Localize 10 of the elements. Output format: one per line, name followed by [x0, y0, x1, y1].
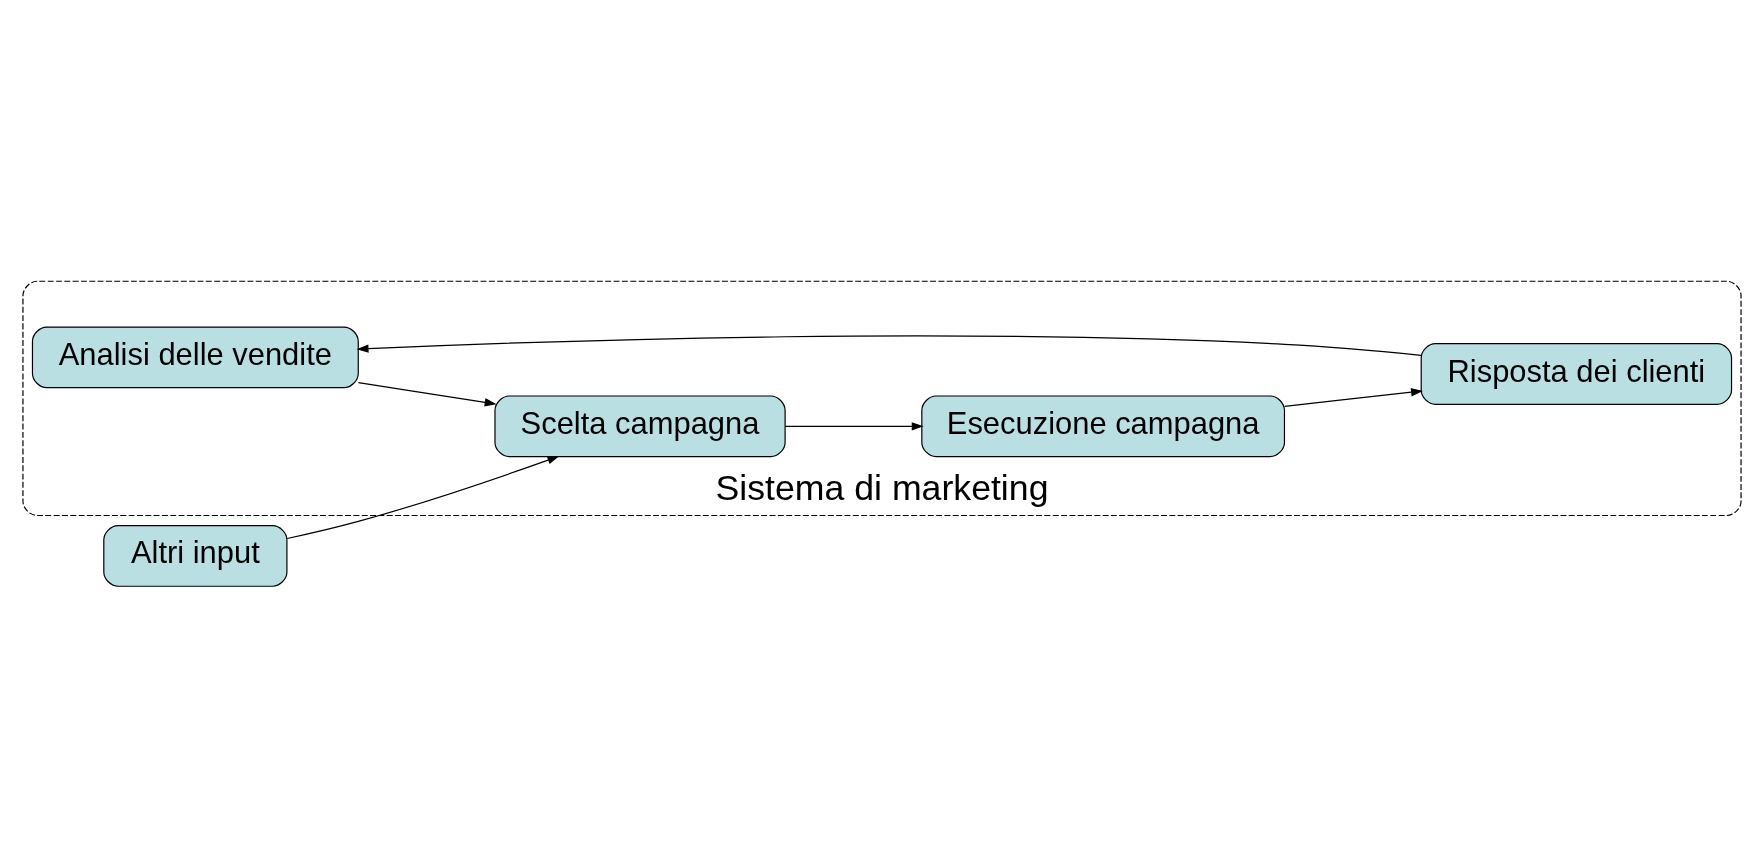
arrow	[784, 422, 924, 431]
node-box: Risposta dei clienti	[1420, 343, 1733, 405]
arrow	[286, 456, 560, 540]
arrow	[356, 335, 1422, 356]
node-box: Scelta campagna	[494, 395, 786, 458]
arrow	[357, 382, 497, 407]
node-box: Altri input	[103, 525, 288, 587]
arrow	[1284, 388, 1423, 407]
node-box: Analisi delle vendite	[31, 326, 359, 389]
node-box: Esecuzione campagna	[921, 395, 1286, 458]
